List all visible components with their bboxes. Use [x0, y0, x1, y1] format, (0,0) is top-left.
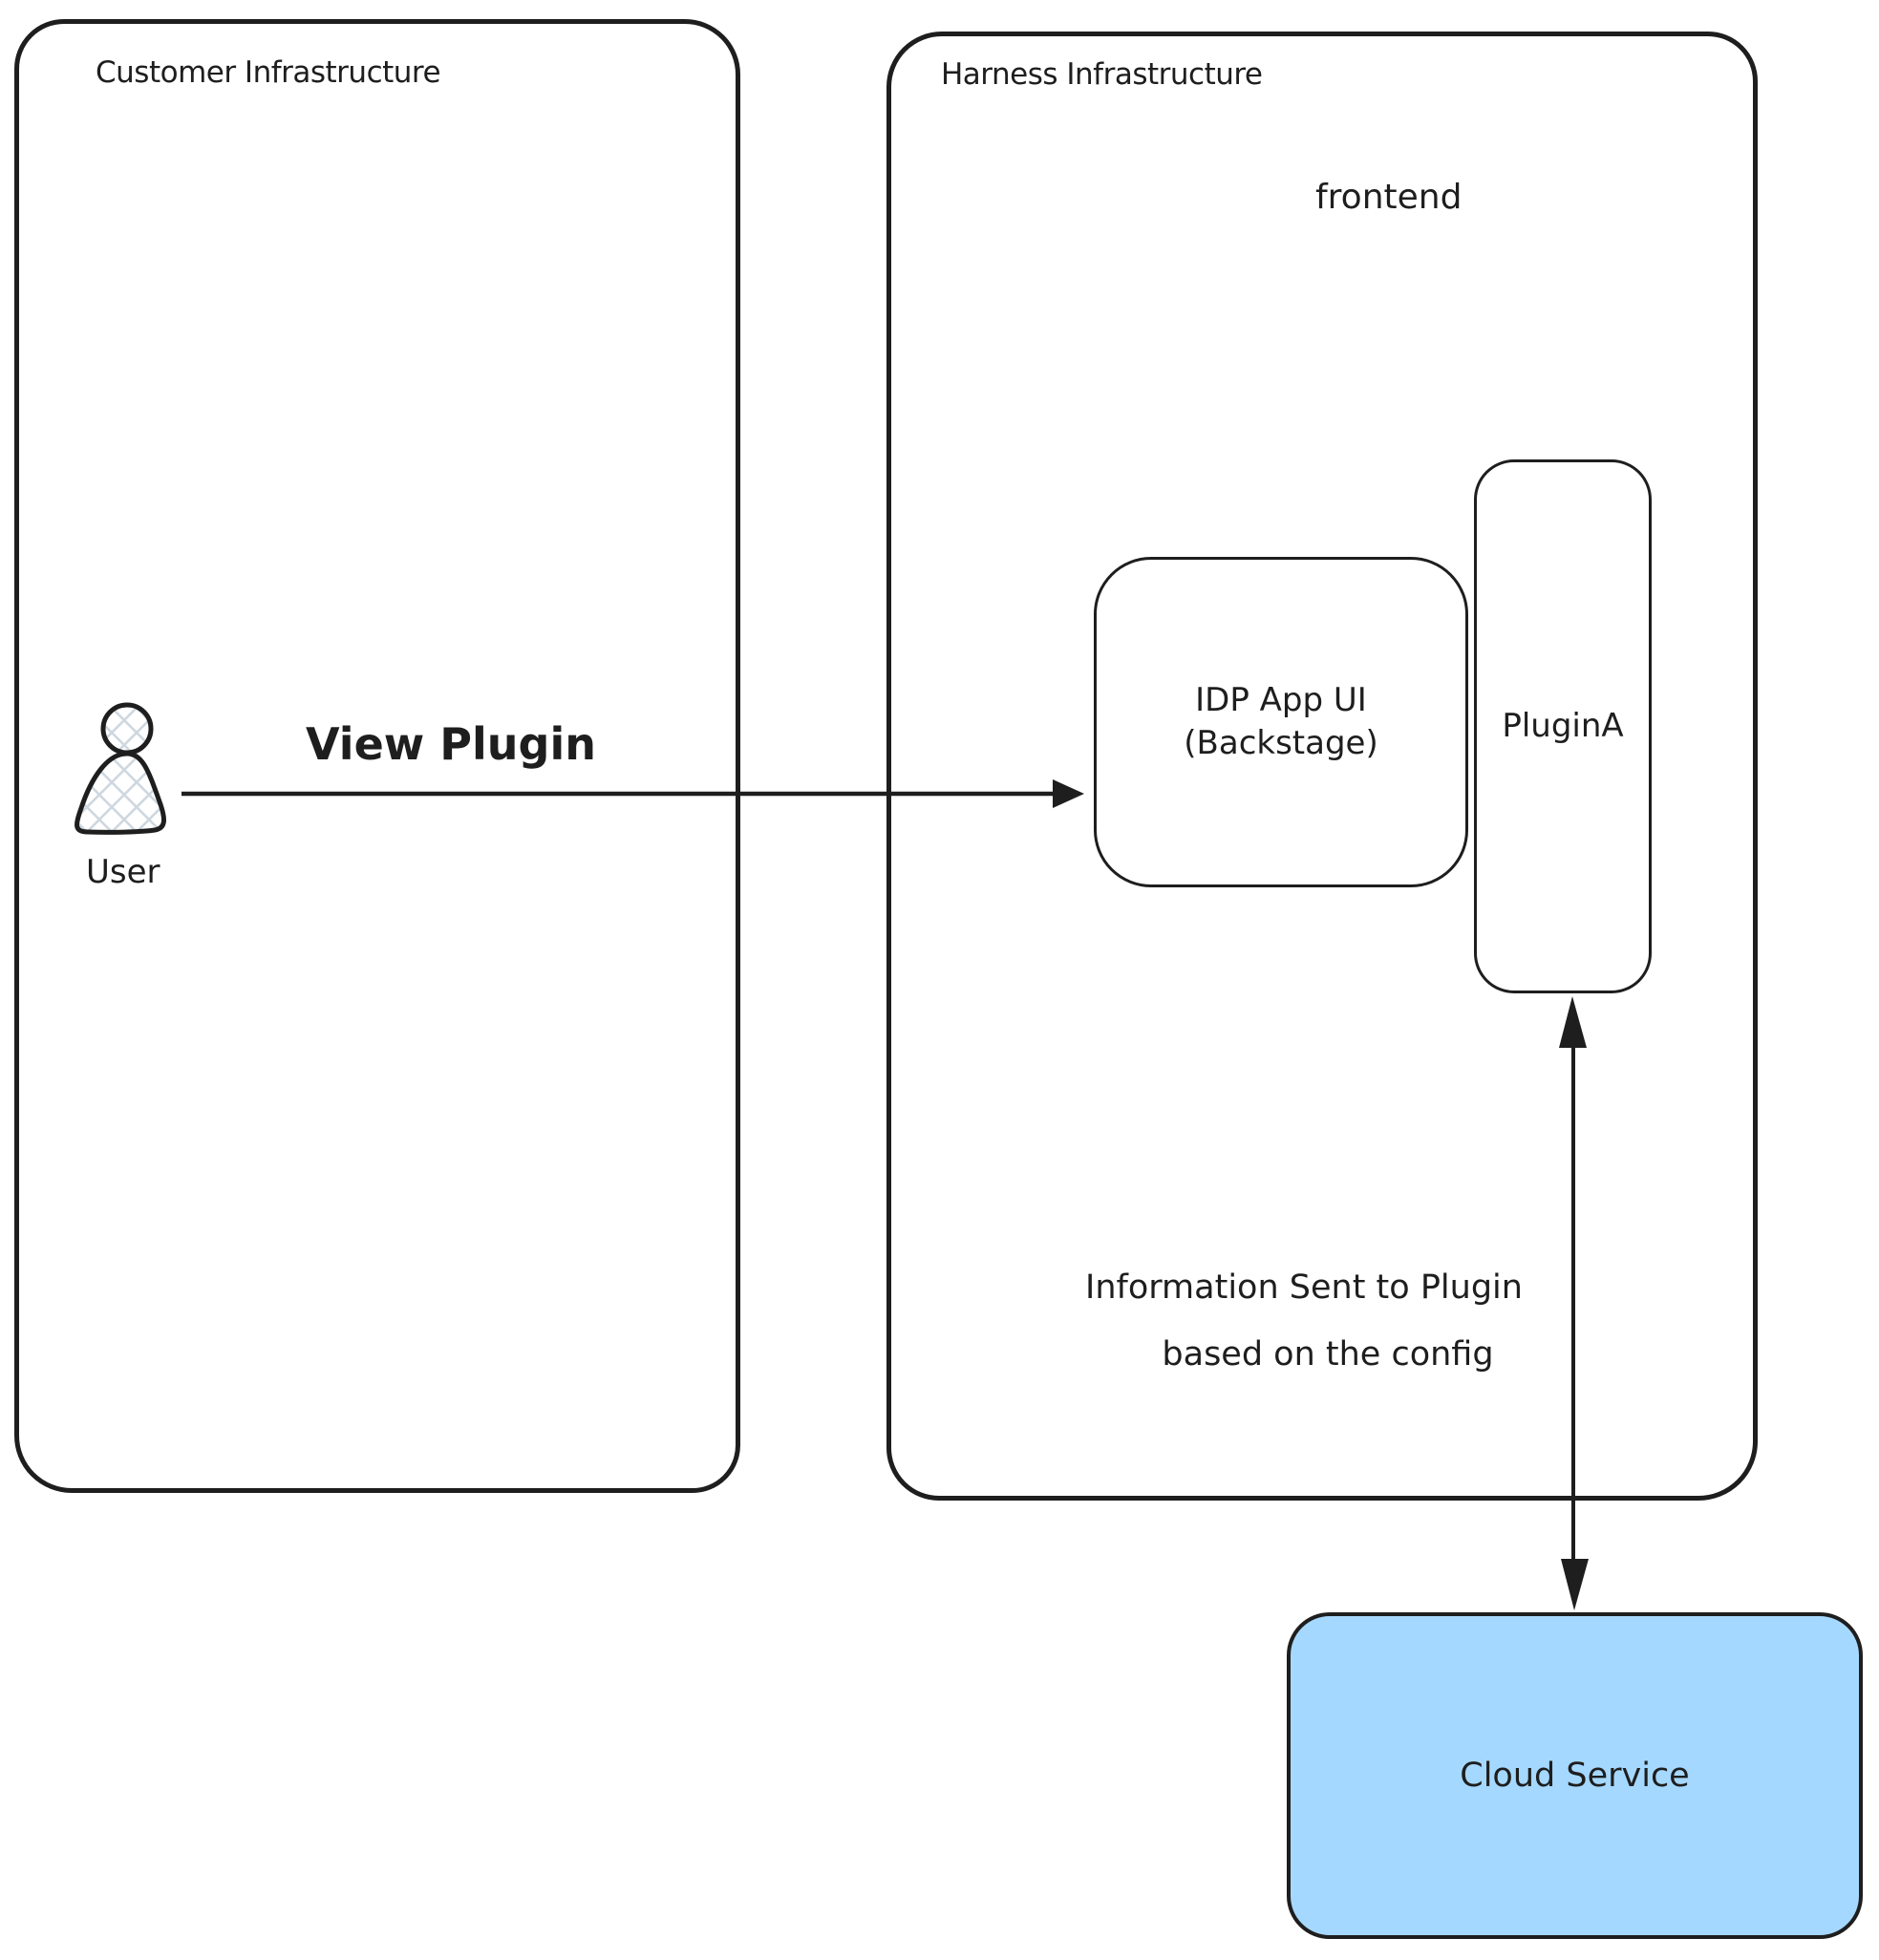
plugin-a-node: PluginA [1474, 459, 1652, 993]
customer-infrastructure-title: Customer Infrastructure [96, 55, 441, 90]
view-plugin-arrow-label: View Plugin [306, 718, 596, 770]
user-label: User [86, 853, 160, 891]
info-sent-label-line1: Information Sent to Plugin [1085, 1268, 1523, 1307]
harness-infrastructure-title: Harness Infrastructure [941, 57, 1263, 92]
harness-infrastructure-box [886, 32, 1758, 1501]
info-sent-label-line2: based on the config [1162, 1335, 1494, 1374]
customer-infrastructure-box [14, 19, 740, 1493]
cloud-service-label: Cloud Service [1460, 1756, 1690, 1795]
frontend-label: frontend [1315, 178, 1463, 217]
idp-app-ui-node: IDP App UI (Backstage) [1094, 557, 1468, 887]
cloud-service-node: Cloud Service [1287, 1612, 1863, 1939]
plugin-a-label: PluginA [1502, 707, 1624, 746]
idp-app-ui-label: IDP App UI (Backstage) [1184, 681, 1378, 762]
